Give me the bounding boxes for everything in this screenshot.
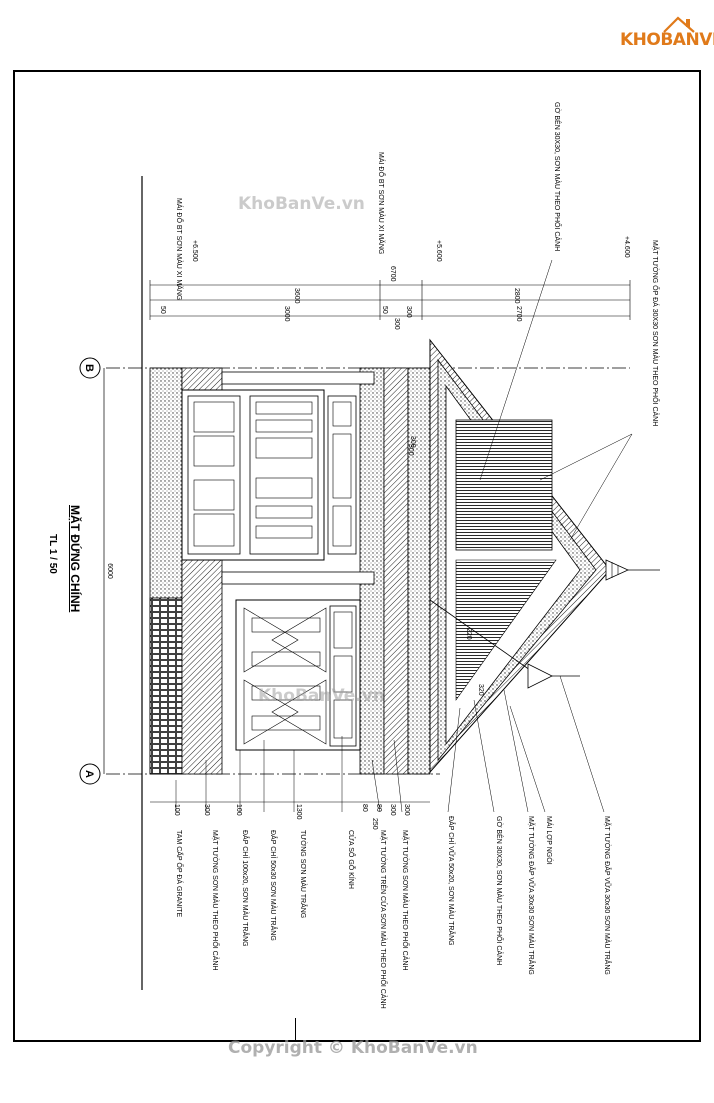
wall-hatch-mid — [383, 367, 409, 775]
wall-dots-right — [407, 367, 431, 775]
dim-50-b: 50 — [381, 306, 388, 314]
dim-300-b: 300 — [393, 318, 400, 330]
dim-300-a: 300 — [405, 306, 412, 318]
level-5600: +5.600 — [435, 240, 442, 262]
label-top-cornice: GỜ BÊN 30X30, SƠN MÀU THEO PHỐI CẢNH — [553, 102, 560, 252]
dim-220: 220 — [465, 628, 472, 640]
dim-3600: 3600 — [293, 288, 300, 304]
label-steps: TAM CẤP ỐP ĐÁ GRANITE — [175, 830, 182, 918]
logo-text: KHOBANVE — [620, 30, 714, 50]
dim-2700: 2700 — [515, 306, 522, 322]
copyright-text: Copyright © KhoBanVe.vn — [228, 1038, 478, 1058]
dim-bottom-250: 250 — [371, 818, 378, 830]
dim-bottom-80-b: 80 — [375, 804, 382, 812]
level-4600: +4.600 — [623, 236, 630, 258]
label-trim-50x20: ĐẮP CHỈ VỮA 50x20, SƠN MÀU TRẮNG — [447, 816, 454, 946]
svg-text:A: A — [83, 770, 95, 778]
label-top-roof-mid: MÁI ĐỔ BT SƠN MÀU XI MĂNG — [377, 152, 384, 255]
leader-lines-top — [479, 259, 633, 541]
label-wall-paint: MẶT TƯỜNG SƠN MÀU THEO PHỐI CẢNH — [211, 830, 218, 971]
label-white-wall: TƯỜNG SƠN MÀU TRẮNG — [299, 830, 306, 919]
label-top-wall: MẶT TƯỜNG ỐP ĐÁ 30X30 SƠN MÀU THEO PHỐI … — [651, 240, 658, 427]
dim-320: 320 — [477, 684, 484, 696]
dim-bottom-1300: 1300 — [295, 804, 302, 820]
dim-bottom-80-a: 80 — [361, 804, 368, 812]
house-roof-icon — [663, 16, 695, 33]
dim-50-a: 50 — [159, 306, 166, 314]
khobanve-logo: KHOBANVE — [620, 14, 714, 52]
dim-bottom-100-b: 100 — [235, 804, 242, 816]
dim-2800: 2800 — [513, 288, 520, 304]
label-trim-100x20: ĐẮP CHỈ 100x20, SƠN MÀU TRẮNG — [241, 830, 248, 947]
level-6500: +6.500 — [191, 240, 198, 262]
label-top-roof-left: MÁI ĐỔ BT SƠN MÀU XI MĂNG — [175, 198, 182, 301]
drawing-frame — [13, 70, 701, 1042]
roof-finial-mid — [527, 663, 580, 689]
label-trim-50x30: ĐẮP CHỈ 50x30 SƠN MÀU TRẮNG — [269, 830, 276, 941]
watermark-middle: KhoBanVe.vn — [258, 686, 385, 706]
label-wall-30x30-b: MẶT TƯỜNG ĐẮP VỮA 30x30 SƠN MÀU TRẮNG — [603, 816, 610, 975]
label-roof-tiles: MÁI LỢP NGÓI — [545, 816, 552, 865]
section-tick — [295, 1018, 296, 1042]
leader-lines-bottom — [175, 675, 605, 813]
watermark-top: KhoBanVe.vn — [238, 194, 365, 214]
label-wall-paint-2: MẶT TƯỜNG SƠN MÀU THEO PHỐI CẢNH — [401, 830, 408, 971]
dim-6700: 6700 — [389, 266, 396, 282]
wall-dots-mid — [359, 367, 385, 775]
dim-bottom-300: 300 — [203, 804, 210, 816]
dim-bottom-300-a: 300 — [389, 804, 396, 816]
roof-tiles-lower — [455, 559, 557, 701]
lower-side-window — [329, 605, 357, 747]
roof-finial-top — [605, 559, 660, 581]
roof-tiles-upper — [455, 419, 553, 551]
drawing-title: MẶT ĐỨNG CHÍNH — [68, 505, 82, 613]
drawing-scale: TL 1 / 50 — [47, 534, 58, 574]
dim-300-d: 300 — [409, 436, 416, 448]
mid-cornice — [221, 571, 375, 585]
axis-bubble-b: B — [79, 357, 101, 379]
label-window: CỬA SỔ GỖ KÍNH — [347, 830, 354, 889]
label-wall-above-door: MẶT TƯỜNG TRÊN CỬA SƠN MÀU THEO PHỐI CẢN… — [379, 830, 386, 1009]
axis-bubble-a: A — [79, 763, 101, 785]
upper-cornice — [221, 371, 375, 385]
label-wall-30x30: MẶT TƯỜNG ĐẮP VỮA 30x30 SƠN MÀU TRẮNG — [527, 816, 534, 975]
dim-bottom-100-a: 100 — [173, 804, 180, 816]
svg-text:B: B — [83, 364, 95, 372]
upper-side-window — [327, 395, 357, 555]
brick-plinth — [149, 597, 183, 775]
dim-bottom-300-b: 300 — [403, 804, 410, 816]
label-cornice-30x30: GỜ BÊN 30X30, SƠN MÀU THEO PHỐI CẢNH — [495, 816, 502, 966]
svg-text:6000: 6000 — [106, 563, 113, 579]
dim-3000: 3000 — [283, 306, 290, 322]
